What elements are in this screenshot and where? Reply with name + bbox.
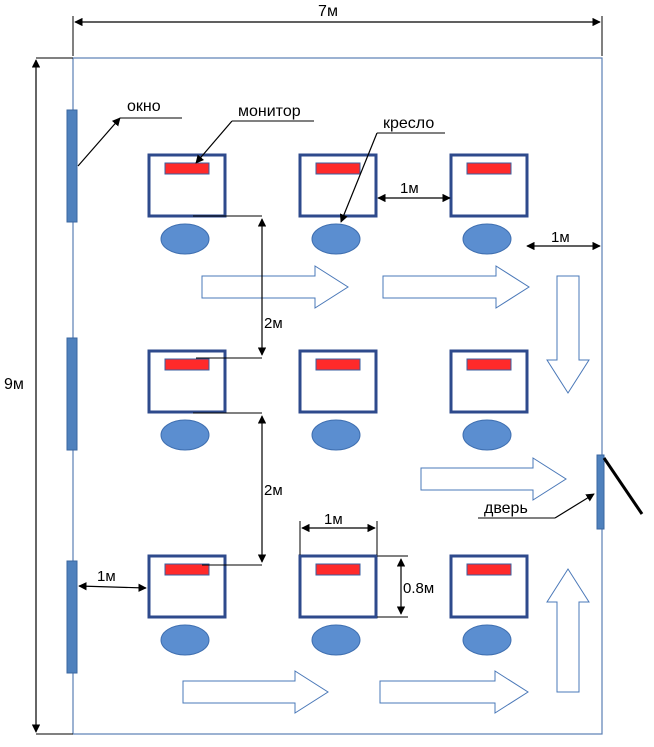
- monitor: [315, 563, 361, 576]
- chair: [311, 419, 361, 451]
- chair: [462, 223, 512, 255]
- monitor: [466, 358, 512, 371]
- chair: [311, 624, 361, 656]
- monitor: [315, 162, 361, 175]
- door-swing: [602, 457, 644, 515]
- room-width-label: 7м: [318, 3, 338, 20]
- monitor: [466, 162, 512, 175]
- monitor: [315, 358, 361, 371]
- chair-label: кресло: [383, 115, 434, 132]
- flow-arrow-5: [546, 568, 590, 693]
- flow-arrow-4: [420, 457, 567, 501]
- chair: [462, 419, 512, 451]
- chair: [462, 624, 512, 656]
- window-3: [66, 560, 78, 674]
- flow-arrows: [182, 265, 590, 714]
- monitor: [466, 563, 512, 576]
- workstation-6: [449, 349, 529, 451]
- flow-arrow-2: [382, 265, 530, 309]
- workstation-3: [449, 153, 529, 255]
- window-2: [66, 337, 78, 451]
- monitor-callout-line: [195, 120, 233, 164]
- workstation-1: [147, 153, 227, 255]
- flow-arrow-3: [546, 275, 590, 394]
- flow-arrow-7: [379, 670, 529, 714]
- door-callout-line: [554, 493, 595, 519]
- workstation-7: [147, 554, 227, 656]
- chair: [160, 223, 210, 255]
- chair: [160, 624, 210, 656]
- desk: [298, 349, 378, 414]
- row-gap-1-label: 2м: [264, 315, 283, 332]
- workstation-2: [298, 153, 378, 255]
- window-gap-dimension: [78, 582, 147, 592]
- workstation-4: [147, 349, 227, 451]
- monitor: [164, 563, 210, 576]
- room-height-label: 9м: [4, 376, 24, 393]
- window-1: [66, 109, 78, 223]
- wall-gap-label: 1м: [551, 229, 570, 246]
- workstation-5: [298, 349, 378, 451]
- door: [596, 454, 605, 530]
- flow-arrow-6: [182, 670, 329, 714]
- workstations: [147, 153, 529, 656]
- chair: [160, 419, 210, 451]
- workstation-9: [449, 554, 529, 656]
- monitor: [164, 162, 210, 175]
- window-label: окно: [127, 98, 161, 115]
- row-gap-2-label: 2м: [264, 482, 283, 499]
- monitor: [164, 358, 210, 371]
- desk-depth-label: 0.8м: [403, 580, 434, 597]
- chair: [311, 223, 361, 255]
- desk-width-label: 1м: [324, 511, 343, 528]
- monitor-label: монитор: [238, 103, 301, 120]
- desk: [449, 153, 529, 218]
- door-label: дверь: [484, 500, 528, 517]
- flow-arrow-1: [201, 265, 349, 309]
- window-callout-line: [77, 117, 121, 167]
- window-gap-label: 1м: [97, 568, 116, 585]
- workstation-8: [298, 554, 378, 656]
- desk-gap-label: 1м: [400, 180, 419, 197]
- chair-callout-line: [339, 132, 378, 223]
